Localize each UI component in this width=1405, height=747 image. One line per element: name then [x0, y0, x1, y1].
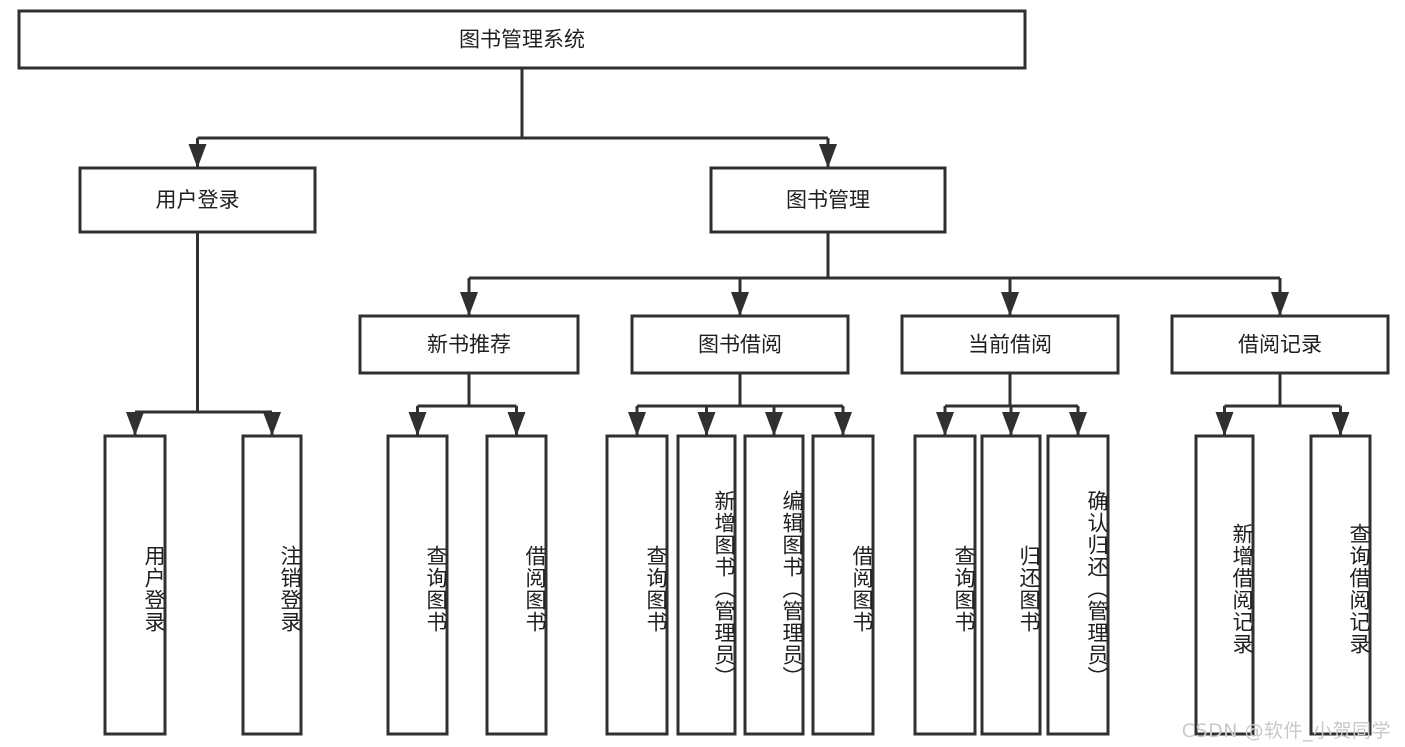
node-outline	[358, 314, 580, 375]
arrow-head-icon	[1215, 412, 1234, 436]
diagram-node-leaf-1[interactable]	[241, 434, 303, 736]
node-outline	[241, 434, 303, 736]
arrow-head-icon	[460, 292, 478, 316]
diagram-node-leaf-7[interactable]	[811, 434, 875, 736]
node-outline	[1309, 434, 1372, 736]
node-label: 当前借阅	[968, 333, 1052, 357]
arrow-head-icon	[126, 412, 144, 436]
arrow-head-icon	[188, 144, 207, 168]
arrow-head-icon	[263, 412, 281, 436]
node-label: 图书管理	[786, 188, 870, 212]
diagram-node-level3-2[interactable]: 当前借阅	[900, 314, 1120, 375]
watermark-text: CSDN @软件_小贺同学	[1181, 720, 1391, 742]
node-outline	[1046, 434, 1110, 736]
arrow-head-icon	[1002, 412, 1020, 436]
diagram-node-leaf-12[interactable]	[1309, 434, 1372, 736]
arrow-head-icon	[819, 144, 837, 168]
diagram-node-level3-0[interactable]: 新书推荐	[358, 314, 580, 375]
node-label: 新书推荐	[427, 333, 511, 357]
node-outline	[103, 434, 167, 736]
node-outline	[485, 434, 548, 736]
arrow-head-icon	[731, 292, 749, 316]
diagram-node-level3-3[interactable]: 借阅记录	[1170, 314, 1390, 375]
diagram-node-leaf-10[interactable]	[1046, 434, 1110, 736]
diagram-node-root-0[interactable]: 图书管理系统	[17, 9, 1027, 70]
node-outline	[913, 434, 977, 736]
diagram-node-level3-1[interactable]: 图书借阅	[630, 314, 850, 375]
diagram-node-leaf-9[interactable]	[980, 434, 1042, 736]
diagram-node-leaf-3[interactable]	[485, 434, 548, 736]
node-label: 用户登录	[156, 188, 240, 212]
diagram-node-leaf-8[interactable]	[913, 434, 977, 736]
node-outline	[743, 434, 805, 736]
node-outline	[78, 166, 317, 234]
diagram-node-leaf-6[interactable]	[743, 434, 805, 736]
arrow-head-icon	[628, 412, 646, 436]
node-label: 借阅记录	[1238, 333, 1322, 357]
diagram-node-level2-0[interactable]: 用户登录	[78, 166, 317, 234]
arrow-head-icon	[1069, 412, 1087, 436]
diagram-node-leaf-4[interactable]	[605, 434, 669, 736]
diagram-node-leaf-11[interactable]	[1194, 434, 1255, 736]
arrow-head-icon	[507, 412, 526, 436]
arrow-head-icon	[697, 412, 716, 436]
arrow-head-icon	[408, 412, 427, 436]
diagram-node-leaf-0[interactable]	[103, 434, 167, 736]
diagram-node-leaf-2[interactable]	[386, 434, 449, 736]
node-label: 图书管理系统	[459, 28, 585, 52]
node-outline	[17, 9, 1027, 70]
arrow-head-icon	[1271, 292, 1289, 316]
connector-layer	[126, 68, 1350, 436]
arrow-head-icon	[936, 412, 954, 436]
diagram-node-leaf-5[interactable]	[676, 434, 737, 736]
arrow-head-icon	[1001, 292, 1019, 316]
node-outline	[386, 434, 449, 736]
node-label: 图书借阅	[698, 333, 782, 357]
node-outline	[630, 314, 850, 375]
node-outline	[709, 166, 947, 234]
arrow-head-icon	[765, 412, 783, 436]
node-outline	[811, 434, 875, 736]
arrow-head-icon	[1331, 412, 1350, 436]
node-outline	[900, 314, 1120, 375]
node-outline	[676, 434, 737, 736]
node-outline	[1194, 434, 1255, 736]
node-outline	[605, 434, 669, 736]
arrow-head-icon	[834, 412, 852, 436]
node-outline	[1170, 314, 1390, 375]
diagram-node-level2-1[interactable]: 图书管理	[709, 166, 947, 234]
node-outline	[980, 434, 1042, 736]
